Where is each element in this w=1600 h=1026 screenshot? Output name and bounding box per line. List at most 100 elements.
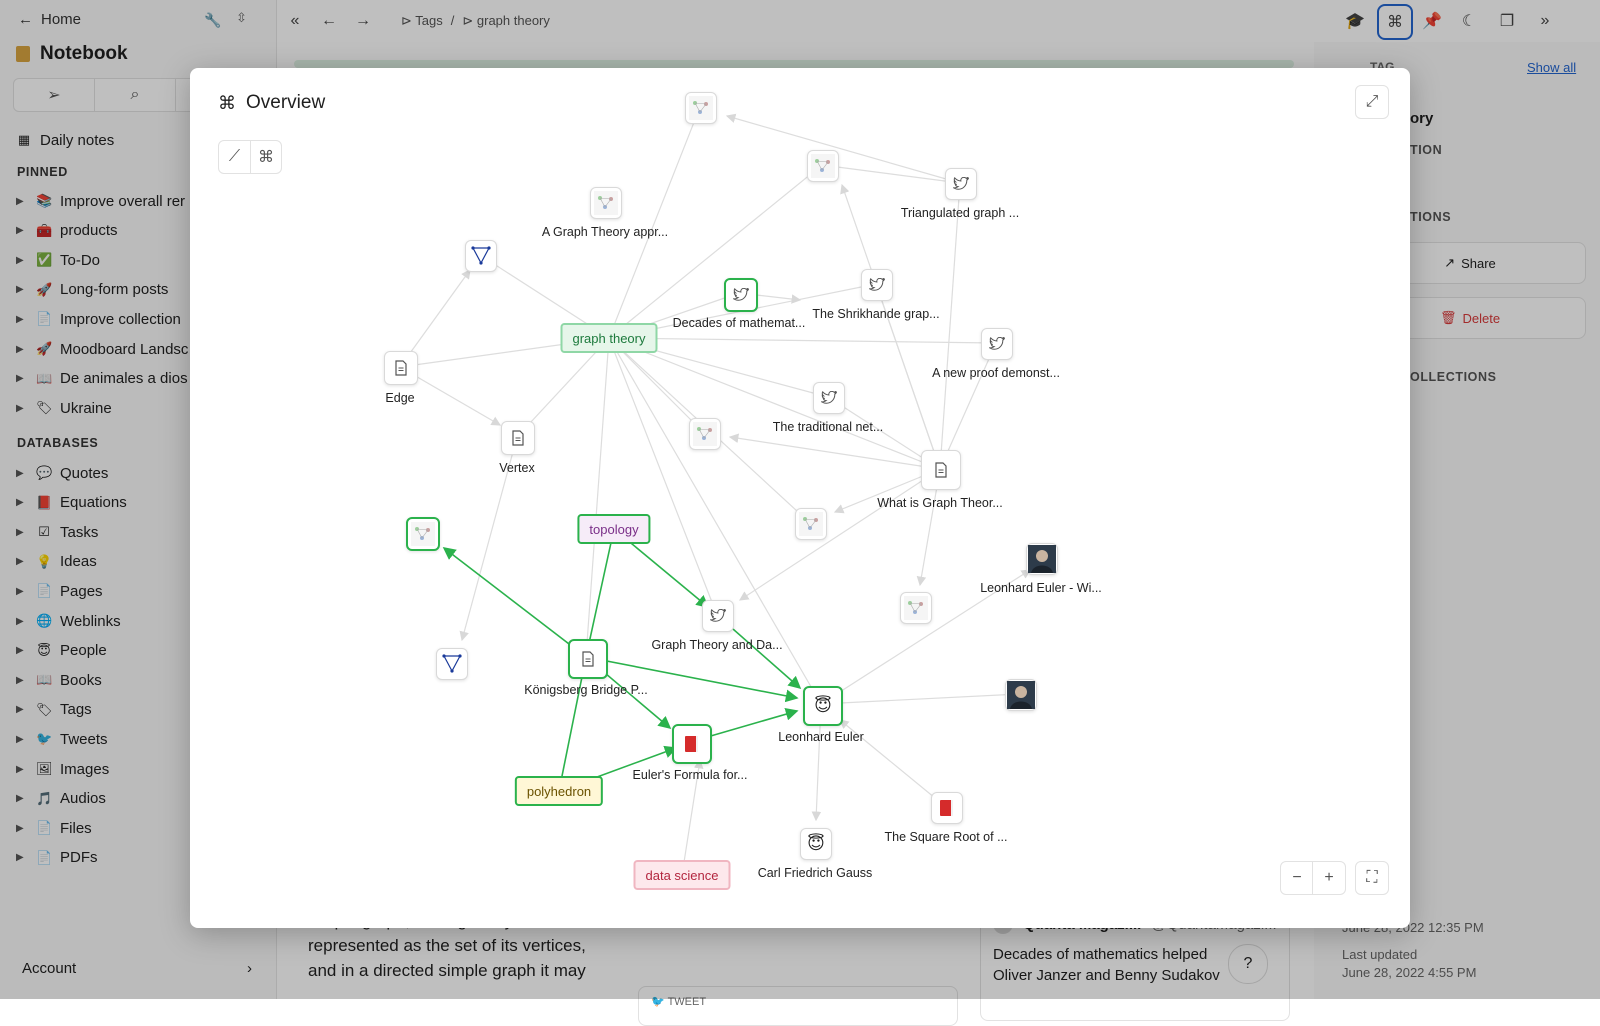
- wrench-icon[interactable]: 🔧: [204, 12, 222, 28]
- sidebar-item-pinned-4[interactable]: ▶📄Improve collection: [16, 306, 181, 332]
- graph-node-label[interactable]: Decades of mathemat...: [672, 316, 806, 330]
- send-icon[interactable]: ➢: [14, 79, 95, 111]
- graph-node-bird-tweet[interactable]: [861, 269, 893, 301]
- sidebar-item-db-1[interactable]: ▶📕Equations: [16, 490, 127, 516]
- graph-node-doc[interactable]: [384, 351, 418, 385]
- notebook-title[interactable]: Notebook: [16, 43, 128, 65]
- graph-node-tri[interactable]: [436, 648, 468, 680]
- graph-node-label[interactable]: Leonhard Euler: [778, 730, 864, 744]
- pin-icon[interactable]: 📌: [1422, 13, 1442, 30]
- expand-triangle-icon[interactable]: ▶: [16, 793, 24, 805]
- expand-triangle-icon[interactable]: ▶: [16, 674, 24, 686]
- graph-node-label[interactable]: A new proof demonst...: [932, 366, 1060, 380]
- expand-triangle-icon[interactable]: ▶: [16, 343, 24, 355]
- expand-triangle-icon[interactable]: ▶: [16, 284, 24, 296]
- graph-view-icon[interactable]: ⌘: [1377, 4, 1413, 40]
- expand-triangle-icon[interactable]: ▶: [16, 526, 24, 538]
- sidebar-item-db-6[interactable]: ▶😇People: [16, 638, 107, 664]
- sidebar-item-pinned-7[interactable]: ▶🏷Ukraine: [16, 395, 112, 421]
- sidebar-item-db-12[interactable]: ▶📄Files: [16, 815, 92, 841]
- graph-node-person[interactable]: 😇: [800, 828, 832, 860]
- graph-node-label[interactable]: Vertex: [499, 461, 535, 475]
- graph-node-photo[interactable]: [1026, 543, 1058, 575]
- sidebar-item-db-7[interactable]: ▶📖Books: [16, 667, 102, 693]
- expand-triangle-icon[interactable]: ▶: [16, 373, 24, 385]
- moon-icon[interactable]: ☾: [1461, 13, 1477, 30]
- graph-node-label[interactable]: What is Graph Theor...: [877, 496, 1003, 510]
- graph-node-doc[interactable]: [568, 639, 608, 679]
- breadcrumb-current[interactable]: ⊳ graph theory: [462, 13, 550, 28]
- help-button[interactable]: ?: [1228, 944, 1268, 984]
- sidebar-item-db-10[interactable]: ▶🖼Images: [16, 756, 109, 782]
- sidebar-item-daily-notes[interactable]: ▦ Daily notes: [17, 131, 115, 149]
- graph-node-label[interactable]: Graph Theory and Da...: [651, 638, 783, 652]
- expand-triangle-icon[interactable]: ▶: [16, 195, 24, 207]
- expand-triangle-icon[interactable]: ▶: [16, 556, 24, 568]
- line-layout-icon[interactable]: ⟋: [219, 141, 251, 173]
- graph-tag-node[interactable]: data science: [633, 860, 731, 890]
- graph-node-label[interactable]: A Graph Theory appr...: [541, 225, 669, 239]
- graph-node-label[interactable]: Euler's Formula for...: [632, 768, 748, 782]
- sidebar-item-pinned-5[interactable]: ▶🚀Moodboard Landsc: [16, 336, 188, 362]
- graph-tag-node[interactable]: graph theory: [560, 323, 658, 353]
- graph-node-thumb[interactable]: [685, 92, 717, 124]
- graph-node-label[interactable]: Leonhard Euler - Wi...: [980, 581, 1102, 595]
- zoom-in-button[interactable]: +: [1312, 861, 1346, 895]
- show-all-link[interactable]: Show all: [1527, 60, 1577, 75]
- expand-triangle-icon[interactable]: ▶: [16, 313, 24, 325]
- graph-node-tri[interactable]: [465, 240, 497, 272]
- sidebar-item-pinned-1[interactable]: ▶🧰products: [16, 218, 118, 244]
- graph-node-bird-tweet[interactable]: [981, 328, 1013, 360]
- collapse-sidebar-icon[interactable]: «: [290, 12, 300, 29]
- graph-node-label[interactable]: Edge: [385, 391, 415, 405]
- sidebar-item-pinned-2[interactable]: ▶✅To-Do: [16, 247, 100, 273]
- forward-icon[interactable]: →: [355, 12, 371, 29]
- graph-node-label[interactable]: The Square Root of ...: [884, 830, 1008, 844]
- fit-view-button[interactable]: ⛶: [1355, 861, 1389, 895]
- graph-node-thumb[interactable]: [406, 517, 440, 551]
- back-icon[interactable]: ←: [321, 12, 337, 29]
- graph-node-book[interactable]: [672, 724, 712, 764]
- expand-triangle-icon[interactable]: ▶: [16, 585, 24, 597]
- graph-node-doc[interactable]: [921, 450, 961, 490]
- collapse-right-icon[interactable]: »: [1540, 12, 1550, 29]
- expand-triangle-icon[interactable]: ▶: [16, 822, 24, 834]
- sidebar-item-db-2[interactable]: ▶☑Tasks: [16, 519, 98, 545]
- expand-triangle-icon[interactable]: ▶: [16, 645, 24, 657]
- graph-node-person[interactable]: 😇: [803, 686, 843, 726]
- sidebar-item-pinned-3[interactable]: ▶🚀Long-form posts: [16, 277, 168, 303]
- graph-tag-node[interactable]: polyhedron: [514, 776, 604, 806]
- expand-triangle-icon[interactable]: ▶: [16, 852, 24, 864]
- sidebar-item-db-0[interactable]: ▶💬Quotes: [16, 460, 108, 486]
- sidebar-item-db-9[interactable]: ▶🐦Tweets: [16, 726, 108, 752]
- expand-triangle-icon[interactable]: ▶: [16, 254, 24, 266]
- expand-triangle-icon[interactable]: ▶: [16, 497, 24, 509]
- graph-node-bird-tweet[interactable]: [702, 600, 734, 632]
- graph-node-thumb[interactable]: [807, 150, 839, 182]
- graph-node-bird-tweet[interactable]: [724, 278, 758, 312]
- graph-node-book[interactable]: [931, 792, 963, 824]
- sidebar-item-pinned-6[interactable]: ▶📖De animales a dios: [16, 366, 188, 392]
- expand-triangle-icon[interactable]: ▶: [16, 733, 24, 745]
- graph-node-label[interactable]: Königsberg Bridge P...: [524, 683, 648, 697]
- breadcrumb-tags[interactable]: ⊳ Tags: [401, 13, 443, 28]
- sidebar-item-db-13[interactable]: ▶📄PDFs: [16, 845, 98, 871]
- graph-node-label[interactable]: Carl Friedrich Gauss: [757, 866, 873, 880]
- graph-node-label[interactable]: The traditional net...: [772, 420, 884, 434]
- zoom-out-button[interactable]: −: [1280, 861, 1314, 895]
- sidebar-item-db-3[interactable]: ▶💡Ideas: [16, 549, 97, 575]
- graph-node-photo[interactable]: [1005, 679, 1037, 711]
- sidebar-item-db-11[interactable]: ▶🎵Audios: [16, 786, 106, 812]
- expand-triangle-icon[interactable]: ▶: [16, 225, 24, 237]
- home-link[interactable]: ← Home: [18, 11, 81, 28]
- search-icon[interactable]: ⌕: [95, 79, 176, 111]
- expand-triangle-icon[interactable]: ▶: [16, 467, 24, 479]
- graph-node-thumb[interactable]: [795, 508, 827, 540]
- graph-node-doc[interactable]: [501, 421, 535, 455]
- duplicate-icon[interactable]: ❐: [1499, 13, 1515, 30]
- sidebar-item-db-8[interactable]: ▶🏷Tags: [16, 697, 92, 723]
- sidebar-item-db-4[interactable]: ▶📄Pages: [16, 578, 103, 604]
- sidebar-item-db-5[interactable]: ▶🌐Weblinks: [16, 608, 121, 634]
- expand-triangle-icon[interactable]: ▶: [16, 704, 24, 716]
- graduation-cap-icon[interactable]: 🎓: [1345, 13, 1365, 30]
